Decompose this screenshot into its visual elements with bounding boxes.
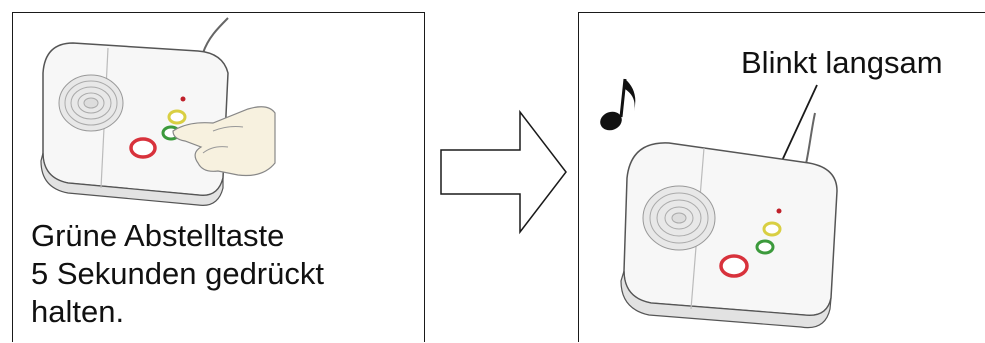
- device-pressing-illustration: [40, 17, 276, 206]
- alarm-device: [620, 142, 838, 329]
- caption-line-1: Grüne Abstelltaste: [31, 218, 285, 253]
- indicator-led: [180, 96, 186, 102]
- right-arrow-icon: [440, 109, 567, 235]
- speaker-grille: [642, 185, 716, 251]
- yellow-button: [167, 109, 187, 125]
- hand-illustration: [172, 106, 276, 177]
- caption-line-2: 5 Sekunden gedrückt: [31, 256, 324, 291]
- step-panel-left: Grüne Abstelltaste 5 Sekunden gedrückt h…: [12, 12, 425, 342]
- device-blinking-illustration: [600, 78, 838, 329]
- red-button: [719, 254, 749, 278]
- green-button: [755, 239, 775, 255]
- caption-line-3: halten.: [31, 294, 125, 329]
- cable: [202, 17, 229, 54]
- speaker-grille: [58, 74, 124, 132]
- instruction-caption: Grüne Abstelltaste 5 Sekunden gedrückt h…: [31, 217, 421, 331]
- red-button: [129, 137, 157, 159]
- alarm-device: [40, 42, 229, 206]
- yellow-button: [762, 221, 782, 237]
- blink-annotation: Blinkt langsam: [741, 45, 943, 80]
- indicator-led: [776, 208, 782, 214]
- step-panel-right: Blinkt langsam: [578, 12, 985, 342]
- eighth-note-icon: [600, 78, 636, 131]
